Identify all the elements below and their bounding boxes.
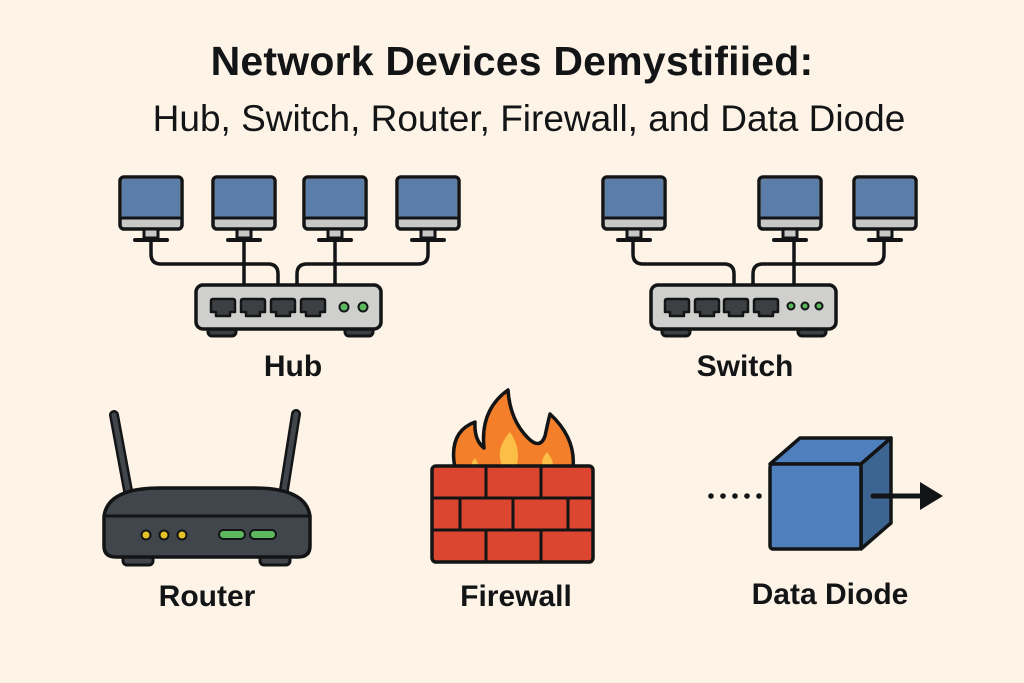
switch-diagram	[601, 175, 918, 338]
computer-icon	[211, 175, 277, 242]
switch-cables	[631, 238, 886, 288]
computer-icon	[852, 175, 918, 242]
firewall-icon	[430, 388, 595, 564]
computer-icon	[302, 175, 368, 242]
computer-icon	[118, 175, 184, 242]
computer-icon	[395, 175, 461, 242]
indicator-led-icon	[140, 529, 152, 541]
computer-icon	[757, 175, 823, 242]
computer-icon	[601, 175, 667, 242]
status-led-icon	[357, 301, 369, 313]
indicator-led-icon	[176, 529, 188, 541]
diagram-subtitle: Hub, Switch, Router, Firewall, and Data …	[152, 98, 906, 139]
status-bar-icon	[218, 529, 246, 540]
router-label: Router	[158, 580, 256, 613]
status-bar-icon	[249, 529, 277, 540]
flame-icon	[451, 388, 576, 470]
hub-label: Hub	[263, 350, 323, 383]
router-icon	[102, 409, 312, 567]
diagram-title: Network Devices Demystifiied:	[210, 38, 814, 84]
status-led-icon	[814, 301, 824, 311]
status-led-icon	[800, 301, 810, 311]
data-diode-label: Data Diode	[751, 578, 909, 611]
switch-label: Switch	[696, 350, 794, 383]
output-arrow-icon	[870, 482, 943, 510]
indicator-led-icon	[158, 529, 170, 541]
firewall-label: Firewall	[460, 580, 572, 613]
brick-wall-icon	[430, 464, 595, 564]
hub-cables	[149, 238, 430, 288]
status-led-icon	[786, 301, 796, 311]
hub-device-icon	[194, 283, 383, 338]
hub-diagram	[118, 175, 461, 338]
data-diode-icon	[708, 436, 943, 551]
status-led-icon	[338, 301, 350, 313]
switch-device-icon	[649, 283, 838, 338]
input-dots-icon	[708, 493, 762, 499]
